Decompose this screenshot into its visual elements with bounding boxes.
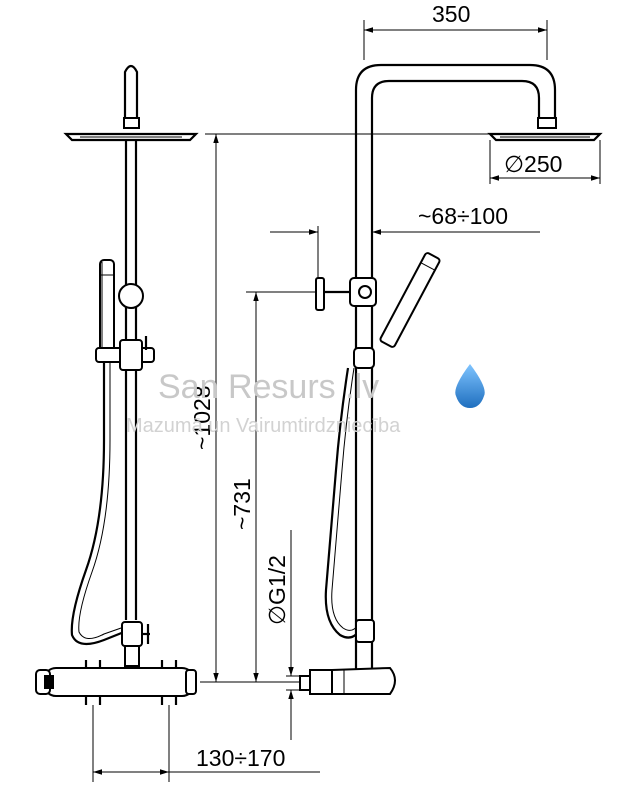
diverter-knob: [118, 283, 144, 309]
dim-top-width: 350: [432, 1, 470, 27]
dim-connection-spacing: 130÷170: [196, 745, 285, 771]
watermark-tagline: Mazumā un Vairumtirdzniecība: [126, 415, 401, 437]
hand-shower-side: [379, 252, 441, 348]
shower-head-side: [487, 132, 603, 142]
hose-front: [70, 362, 125, 646]
thermostat-mixer-front: [43, 667, 195, 697]
dim-arm-offset: ~68÷100: [418, 203, 508, 229]
hose-side: [324, 367, 361, 639]
front-view: [35, 64, 199, 705]
dimension-lines: [92, 20, 601, 782]
dim-mixer-height: ~731: [229, 478, 255, 530]
shower-head-front: [63, 132, 199, 142]
watermark-brand: San Resurs .lv: [158, 368, 379, 406]
hose-front-inner: [78, 362, 125, 639]
water-drop-icon: [455, 364, 485, 408]
dim-total-height: ~1028: [189, 385, 215, 450]
dim-connection: ∅G1/2: [264, 555, 290, 625]
dim-head-diameter: ∅250: [504, 151, 562, 177]
side-view: [299, 63, 603, 695]
watermark: San Resurs .lv Mazumā un Vairumtirdzniec…: [126, 364, 485, 437]
column-side: [354, 63, 557, 676]
